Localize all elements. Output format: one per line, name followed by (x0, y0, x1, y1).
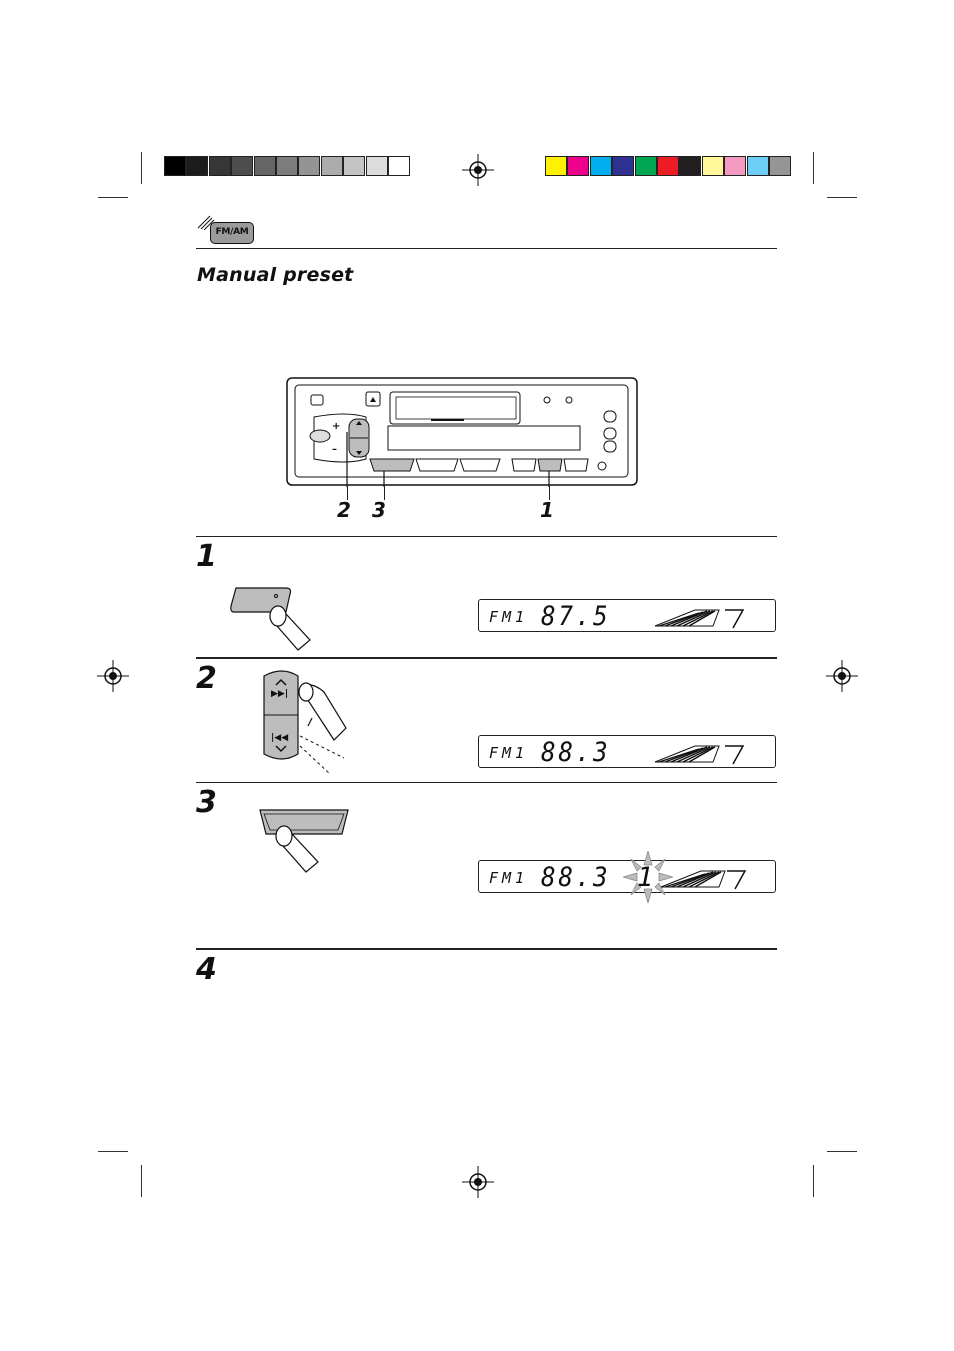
registration-mark-left-icon (97, 660, 129, 692)
registration-mark-top-icon (462, 154, 494, 186)
section-title: Manual preset (197, 264, 354, 286)
car-stereo-faceplate-diagram: + – (286, 377, 638, 487)
color-swatch (589, 156, 612, 176)
callout-label-3: 3 (372, 498, 386, 522)
preset-button-illustration (259, 809, 349, 873)
crop-mark (141, 152, 142, 184)
crop-mark (98, 1151, 128, 1152)
lcd-display-step-2: FM1 88.3 (478, 735, 776, 768)
crop-mark (827, 197, 857, 198)
leader-line (549, 486, 551, 500)
svg-text:+: + (332, 421, 340, 432)
step-number-3: 3 (196, 785, 217, 820)
gray-swatch (320, 156, 343, 176)
display-band: FM1 (489, 744, 529, 762)
step-divider (196, 536, 777, 537)
gray-swatch (343, 156, 366, 176)
lcd-display-step-1: FM1 87.5 (478, 599, 776, 632)
blinking-starburst-icon (623, 851, 673, 903)
gray-swatch (253, 156, 276, 176)
step-number-4: 4 (196, 952, 217, 987)
gray-swatch (186, 156, 209, 176)
color-swatch (657, 156, 679, 176)
signal-meter-icon (654, 745, 745, 765)
step-divider (196, 948, 777, 950)
crop-mark (98, 197, 128, 198)
step-divider (196, 657, 777, 659)
color-swatch (567, 156, 590, 176)
gray-swatch (276, 156, 298, 176)
gray-swatch (208, 156, 231, 176)
display-frequency: 87.5 (541, 601, 611, 632)
color-swatch (724, 156, 747, 176)
gray-swatch (388, 156, 410, 176)
source-badge-label: FM/AM (210, 222, 254, 244)
color-swatch (679, 156, 702, 176)
color-swatch (545, 156, 567, 176)
registration-mark-bottom-icon (462, 1166, 494, 1198)
display-band: FM1 (489, 869, 529, 887)
gray-swatch (365, 156, 388, 176)
step-divider (196, 782, 777, 783)
color-swatch (634, 156, 657, 176)
callout-label-1: 1 (540, 498, 554, 522)
display-preset-number: 1 (637, 862, 654, 893)
tuning-rocker-illustration: ▶▶| |◀◀ (263, 670, 347, 775)
crop-mark (813, 1165, 814, 1197)
svg-text:▶▶|: ▶▶| (271, 689, 288, 699)
color-swatch (746, 156, 769, 176)
lcd-display-step-3: FM1 88.3 1 (478, 851, 776, 903)
leader-line (384, 486, 386, 500)
step-number-1: 1 (196, 539, 217, 574)
display-frequency: 88.3 (541, 862, 611, 893)
gray-swatch (298, 156, 321, 176)
crop-mark (813, 152, 814, 184)
crop-mark (141, 1165, 142, 1197)
svg-text:|◀◀: |◀◀ (271, 733, 288, 743)
signal-meter-icon (654, 609, 745, 629)
crop-mark (827, 1151, 857, 1152)
display-band: FM1 (489, 608, 529, 626)
display-frequency: 88.3 (541, 737, 611, 768)
leader-line (347, 486, 349, 500)
color-swatch (701, 156, 724, 176)
color-swatch (612, 156, 635, 176)
gray-swatch (164, 156, 186, 176)
callout-label-2: 2 (337, 498, 351, 522)
fm-am-source-badge: FM/AM (196, 214, 258, 246)
header-rule (196, 248, 777, 249)
color-swatch (769, 156, 791, 176)
step-number-2: 2 (196, 661, 217, 696)
registration-mark-right-icon (826, 660, 858, 692)
signal-meter-icon (660, 870, 747, 890)
press-button-illustration (230, 587, 311, 651)
gray-swatch (231, 156, 254, 176)
radio-waves-icon (197, 215, 215, 230)
svg-text:–: – (332, 444, 337, 455)
